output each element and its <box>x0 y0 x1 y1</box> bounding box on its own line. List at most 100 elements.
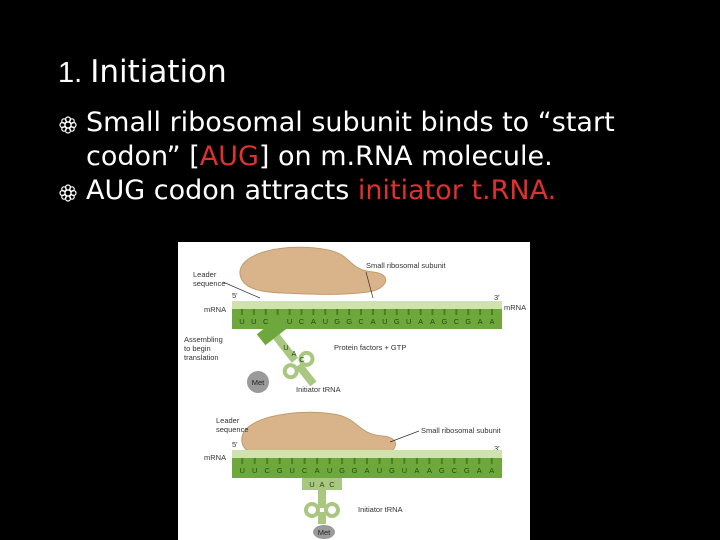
nucleotide-tooth <box>288 309 291 315</box>
mrna-label-bottom-left: mRNA <box>204 453 226 462</box>
initiator-label-bottom: Initiator tRNA <box>358 505 403 514</box>
codon-base: U <box>402 466 407 475</box>
five-prime-bottom: 5' <box>232 440 238 449</box>
three-prime-bottom: 3' <box>494 444 500 453</box>
subunit-pointer-bottom <box>389 430 420 443</box>
nucleotide-tooth <box>467 309 470 315</box>
initiator-trna-top <box>256 317 317 387</box>
codon-base: C <box>299 317 305 326</box>
codon-base: U <box>323 317 328 326</box>
bullet-1-line-1: Small ribosomal subunit binds to “start <box>86 107 615 138</box>
protein-factors-label: Protein factors + GTP <box>334 343 406 352</box>
subunit-arrow-top <box>365 271 374 299</box>
aug-highlight: AUG <box>199 141 259 172</box>
codon-base: A <box>370 317 375 326</box>
leader-label-top-1: Leader <box>193 270 217 279</box>
leader-pointer-top <box>222 281 261 299</box>
title-text: Initiation <box>90 54 227 90</box>
nucleotide-tooth <box>415 458 418 464</box>
nucleotide-tooth <box>366 458 368 464</box>
codon-base: C <box>263 317 269 326</box>
nucleotide-tooth <box>300 309 303 315</box>
nucleotide-tooth <box>383 309 386 315</box>
small-subunit-label-top: Small ribosomal subunit <box>366 261 447 270</box>
codon-base: A <box>315 466 320 475</box>
anticodon-bottom-1: A <box>319 480 324 489</box>
bullet-2-text: AUG codon attracts <box>86 175 358 206</box>
nucleotide-tooth <box>428 458 431 464</box>
codon-base: A <box>478 317 483 326</box>
codon-base: A <box>311 317 316 326</box>
bullet-item-2: AUG codon attracts initiator t.RNA. <box>58 174 708 208</box>
nucleotide-tooth <box>278 458 281 464</box>
codon-base: A <box>364 466 369 475</box>
codon-base: A <box>489 466 494 475</box>
codon-base: G <box>352 466 358 475</box>
met-label-bottom: Met <box>318 528 331 537</box>
leader-label-bottom-1: Leader <box>216 416 240 425</box>
codon-base: U <box>406 317 411 326</box>
nucleotide-tooth <box>336 309 339 315</box>
codon-base: C <box>358 317 364 326</box>
codon-base: G <box>339 466 345 475</box>
codon-base: G <box>464 466 470 475</box>
codon-base: G <box>439 466 445 475</box>
nucleotide-tooth <box>407 309 410 315</box>
codon-base: U <box>252 466 257 475</box>
codon-base: A <box>430 317 435 326</box>
nucleotide-tooth <box>440 458 443 464</box>
nucleotide-tooth <box>378 458 381 464</box>
three-prime-top: 3' <box>494 293 500 302</box>
anticodon-top-1: A <box>291 349 296 358</box>
bullet-1-line-2: codon” [AUG] on m.RNA molecule. <box>86 140 708 174</box>
nucleotide-tooth <box>479 309 482 315</box>
codon-base: G <box>441 317 447 326</box>
codon-base: A <box>418 317 423 326</box>
anticodon-bottom-0: U <box>309 480 314 489</box>
nucleotide-tooth <box>360 309 363 315</box>
nucleotide-tooth <box>443 309 446 315</box>
bullet-1-text-a: codon” [ <box>86 141 200 172</box>
nucleotide-tooth <box>403 458 406 464</box>
met-ball-top <box>247 371 269 393</box>
nucleotide-tooth <box>431 309 434 315</box>
bullet-1-text-b: ] on m.RNA molecule. <box>258 141 553 172</box>
codon-base: U <box>289 466 294 475</box>
met-label-top: Met <box>252 378 265 387</box>
initiator-trna-highlight: initiator t.RNA. <box>357 175 557 206</box>
nucleotide-tooth <box>312 309 315 315</box>
nucleotide-tooth <box>266 458 269 464</box>
nucleotide-tooth <box>253 458 256 464</box>
assembling-label-3: translation <box>184 353 219 362</box>
figure-svg: Small ribosomal subunit Leader sequence … <box>184 246 526 539</box>
slide-title: 1.Initiation <box>58 52 227 93</box>
flower-bullet-icon <box>59 116 77 134</box>
nucleotide-tooth <box>348 309 351 315</box>
anticodon-bottom-2: C <box>329 480 335 489</box>
nucleotide-tooth <box>276 309 279 315</box>
codon-base: U <box>240 466 245 475</box>
codon-base: C <box>302 466 308 475</box>
nucleotide-tooth <box>316 458 319 464</box>
codon-base: G <box>465 317 471 326</box>
codon-base: G <box>389 466 395 475</box>
nucleotide-tooth <box>390 458 393 464</box>
nucleotide-tooth <box>453 458 456 464</box>
translation-initiation-figure: Small ribosomal subunit Leader sequence … <box>178 242 530 540</box>
codon-base: A <box>427 466 432 475</box>
codon-base: U <box>327 466 332 475</box>
nucleotide-tooth <box>291 458 294 464</box>
five-prime-top: 5' <box>232 291 238 300</box>
mrna-label-top-right: mRNA <box>504 303 526 312</box>
nucleotide-tooth <box>353 458 356 464</box>
nucleotide-tooth <box>490 458 493 464</box>
small-ribosomal-subunit-top <box>239 246 386 295</box>
nucleotide-tooth <box>341 458 344 464</box>
mrna-label-top-left: mRNA <box>204 305 226 314</box>
codon-base: U <box>239 317 244 326</box>
mrna-backbone-top <box>232 301 502 309</box>
codon-base: A <box>477 466 482 475</box>
title-number: 1. <box>58 57 83 89</box>
mrna-strand-bottom <box>232 458 502 478</box>
mrna-strand-top <box>232 309 502 329</box>
